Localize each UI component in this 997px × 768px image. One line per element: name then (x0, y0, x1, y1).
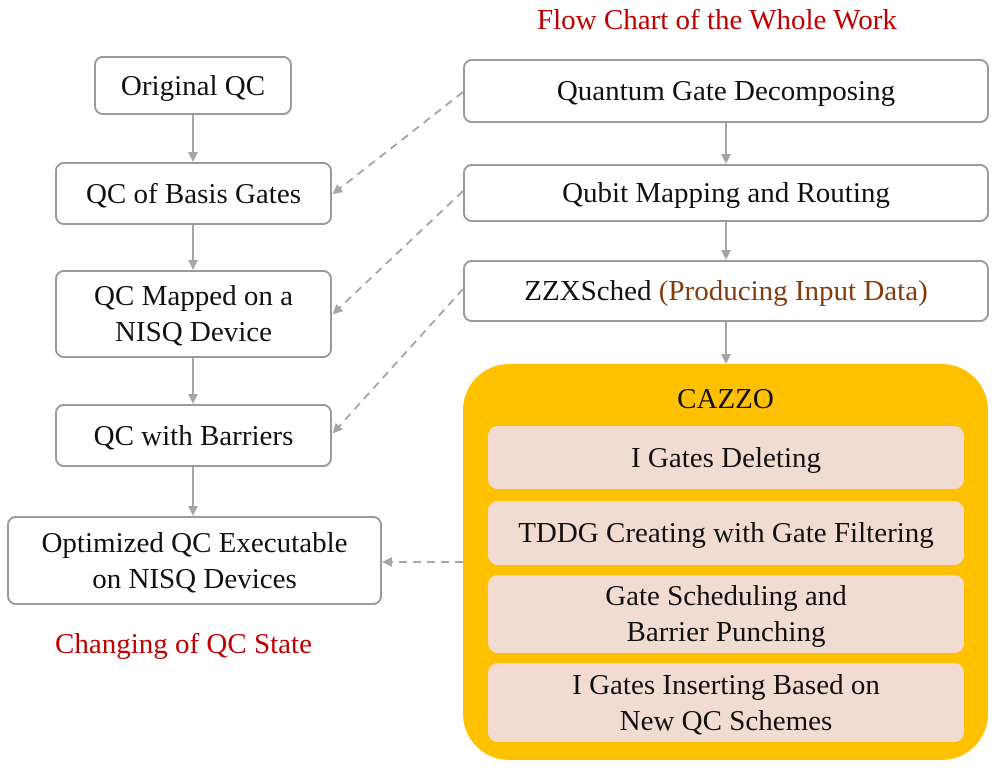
cazzo-step4-line1: I Gates Inserting Based on (572, 668, 880, 701)
flowchart-heading: Flow Chart of the Whole Work (537, 4, 897, 36)
cazzo-block: CAZZO I Gates Deleting TDDG Creating wit… (463, 364, 988, 760)
state-basis-gates: QC of Basis Gates (55, 162, 332, 225)
cazzo-step2-label: TDDG Creating with Gate Filtering (518, 517, 934, 549)
state-mapped-line1: QC Mapped on a (94, 280, 293, 312)
process-zzxsched: ZZXSched (Producing Input Data) (463, 260, 989, 322)
cazzo-title: CAZZO (677, 383, 774, 415)
cazzo-step1-label: I Gates Deleting (630, 441, 822, 474)
process-qubit-mapping-label: Qubit Mapping and Routing (562, 177, 890, 209)
process-zzxsched-label: ZZXSched (524, 275, 652, 307)
state-mapped-on-nisq: QC Mapped on a NISQ Device (55, 270, 332, 358)
process-gate-decomposing: Quantum Gate Decomposing (463, 59, 989, 123)
process-zzxsched-note: (Producing Input Data) (658, 275, 928, 307)
cazzo-step-i-gates-deleting: I Gates Deleting (488, 426, 964, 489)
dashed-arrow-decompose-to-basis (332, 91, 464, 195)
dashed-arrow-zzx-to-barriers (332, 288, 464, 434)
cazzo-step-tddg-creating: TDDG Creating with Gate Filtering (488, 501, 964, 565)
dashed-arrow-mapping-to-mapped (332, 190, 464, 315)
state-optimized-qc: Optimized QC Executable on NISQ Devices (7, 516, 382, 605)
cazzo-step-i-gates-inserting: I Gates Inserting Based on New QC Scheme… (488, 663, 964, 742)
cazzo-step3-line2: Barrier Punching (626, 616, 826, 648)
cazzo-step3-line1: Gate Scheduling and (605, 580, 847, 612)
state-optimized-line2: on NISQ Devices (92, 562, 297, 595)
state-optimized-line1: Optimized QC Executable (41, 526, 348, 559)
state-with-barriers-label: QC with Barriers (93, 419, 294, 452)
state-with-barriers: QC with Barriers (55, 404, 332, 467)
state-basis-gates-label: QC of Basis Gates (85, 177, 302, 210)
cazzo-step4-line2: New QC Schemes (619, 704, 833, 737)
process-gate-decomposing-label: Quantum Gate Decomposing (556, 75, 896, 107)
state-change-heading: Changing of QC State (55, 628, 312, 660)
state-original-qc-label: Original QC (120, 69, 266, 102)
cazzo-step-gate-scheduling: Gate Scheduling and Barrier Punching (488, 575, 964, 653)
state-original-qc: Original QC (94, 56, 292, 115)
state-mapped-line2: NISQ Device (114, 316, 273, 348)
process-qubit-mapping: Qubit Mapping and Routing (463, 164, 989, 222)
